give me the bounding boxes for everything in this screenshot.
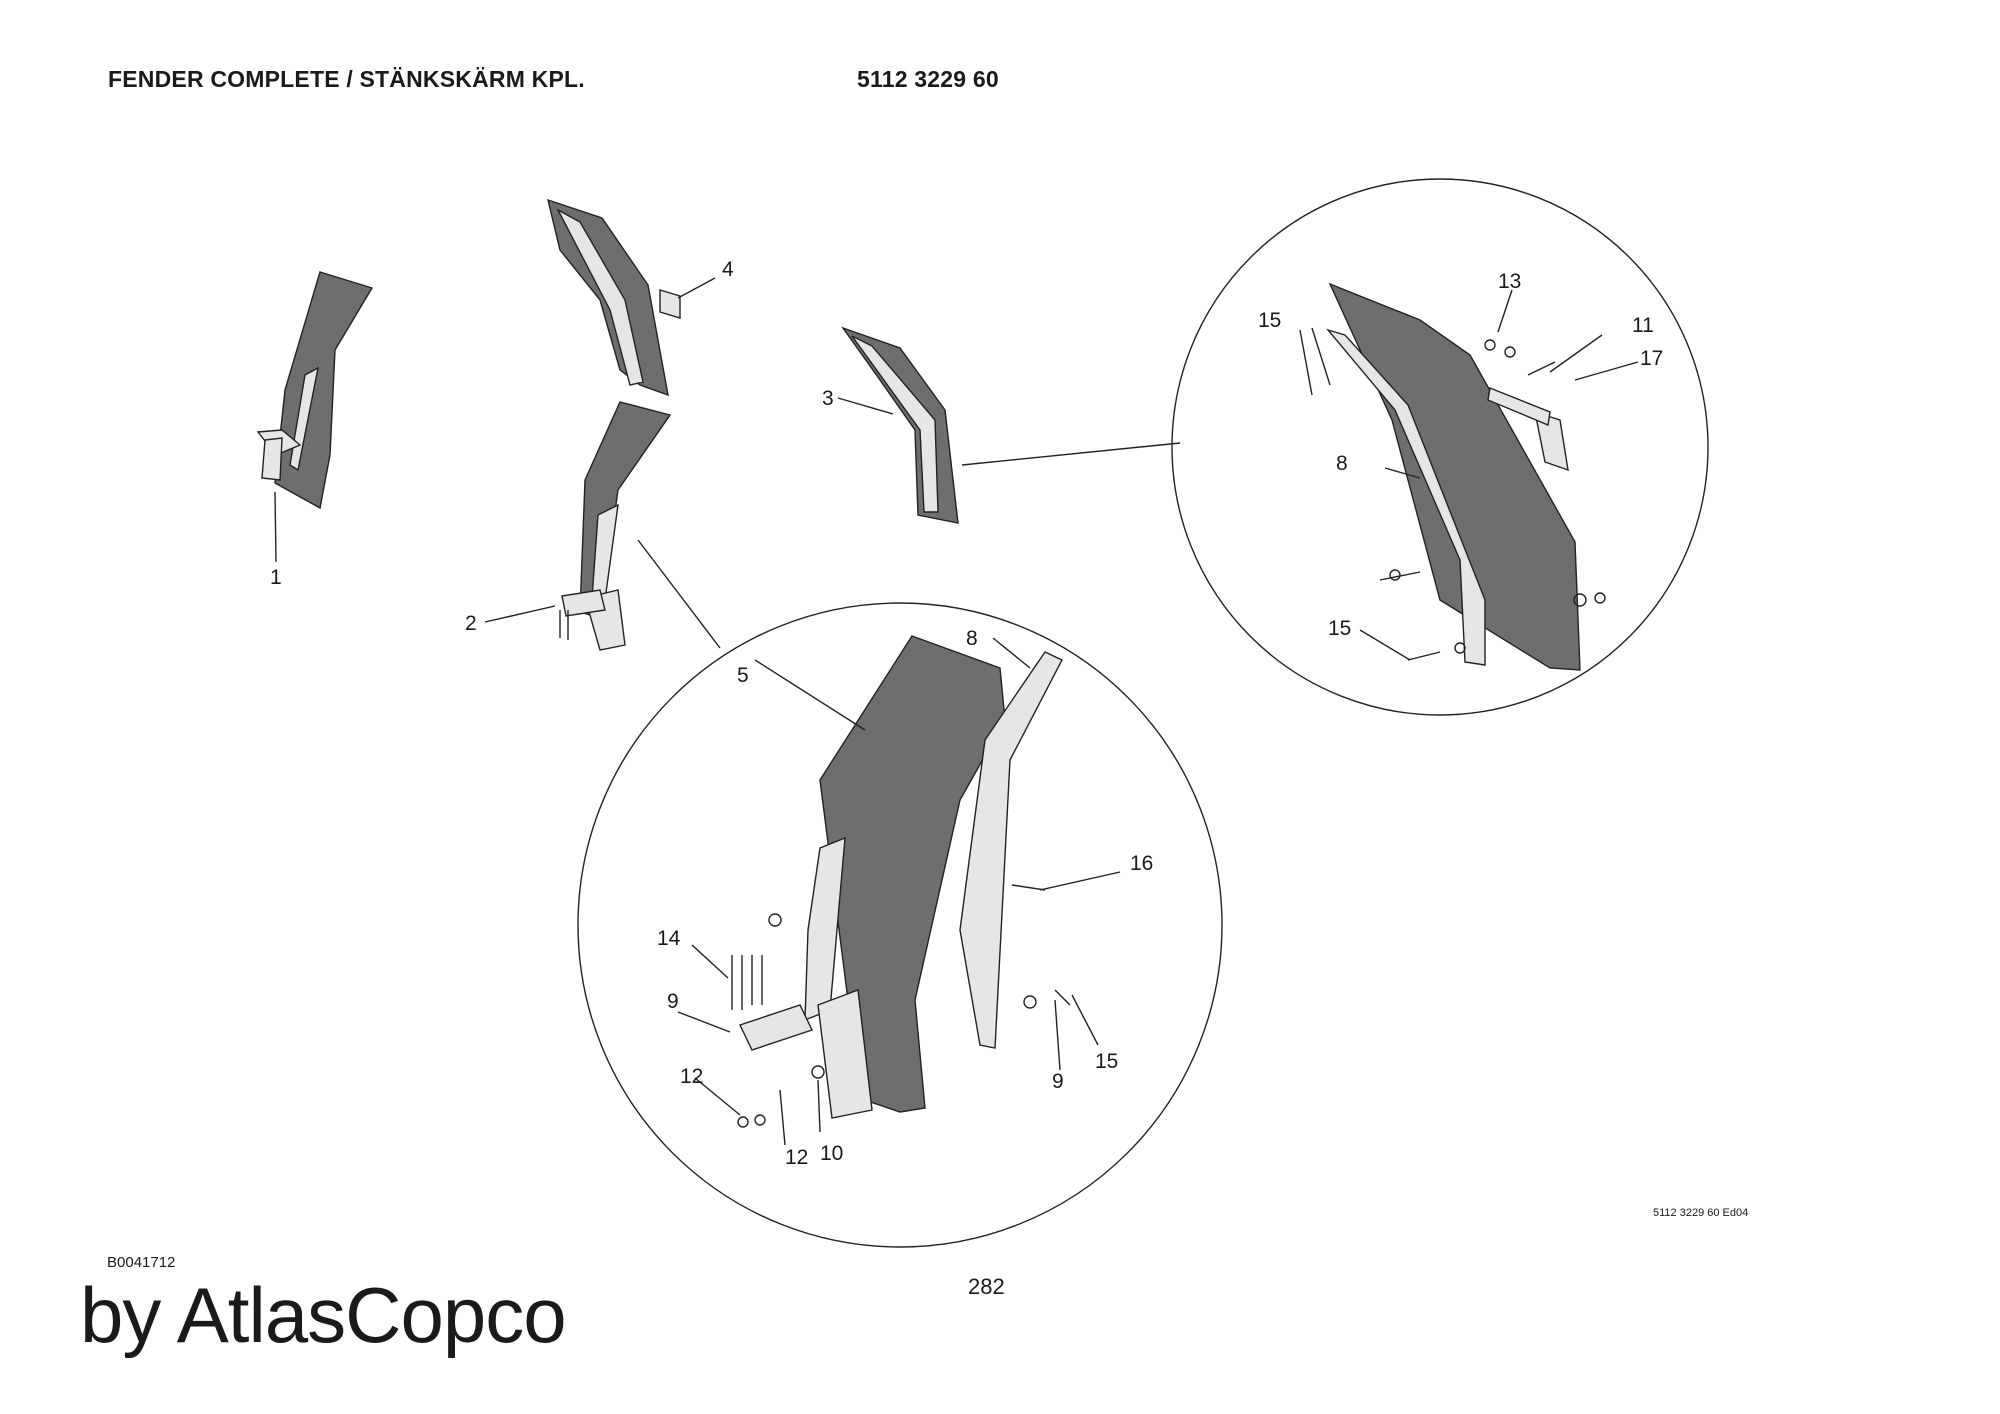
callout-15-top: 15 [1258,309,1281,332]
part-number: 5112 3229 60 [857,66,999,92]
callout-14: 14 [657,927,681,950]
callout-2: 2 [465,612,477,635]
callout-11: 11 [1632,314,1654,337]
callout-16: 16 [1130,852,1153,875]
callout-15-bottom: 15 [1328,617,1351,640]
callout-9-left: 9 [667,990,679,1013]
brand-watermark: by AtlasCopco [80,1271,567,1359]
callout-1: 1 [270,566,282,589]
page-number: 282 [968,1274,1005,1299]
fender-assembly-3 [837,326,1181,524]
callout-5: 5 [737,664,749,687]
detail-circle-lower [577,602,1223,1248]
fender-assembly-2 [484,401,721,651]
callout-9-right: 9 [1052,1070,1064,1093]
callout-8-upper: 8 [1336,452,1348,475]
detail-circle-upper [1171,178,1709,716]
callout-12-bottom: 12 [785,1146,808,1169]
fender-assembly-1 [256,271,374,563]
page-title: FENDER COMPLETE / STÄNKSKÄRM KPL. [108,66,585,92]
callout-4: 4 [722,258,734,281]
callout-13: 13 [1498,270,1521,293]
callout-12-left: 12 [680,1065,703,1088]
edition-reference: 5112 3229 60 Ed04 [1653,1207,1749,1219]
callout-3: 3 [822,387,834,410]
callout-10: 10 [820,1142,843,1165]
callout-17: 17 [1640,347,1663,370]
callout-8-lower: 8 [966,627,978,650]
fender-assembly-4 [547,198,716,397]
image-id: B0041712 [107,1254,176,1271]
callout-15-lower: 15 [1095,1050,1118,1073]
